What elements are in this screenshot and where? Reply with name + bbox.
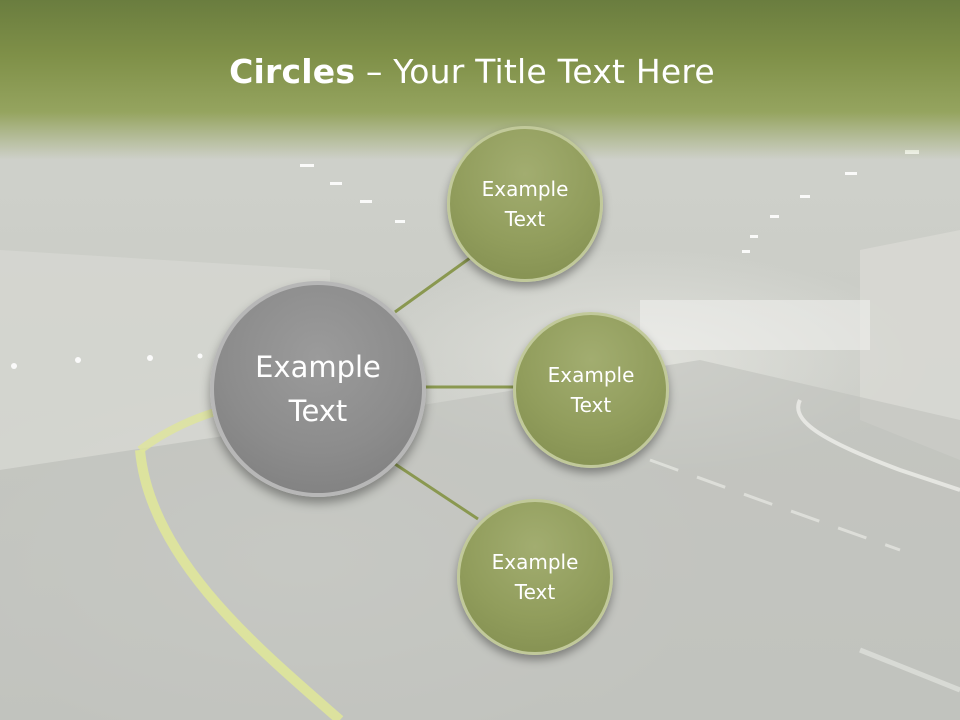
center-circle-label-line2: Text (288, 394, 348, 428)
node-circle-bottom: Example Text (457, 499, 613, 655)
connector-line-bottom (394, 462, 479, 521)
node-middle-label-line1: Example (547, 363, 635, 387)
title-bold-part: Circles (229, 52, 356, 91)
node-top-label-line2: Text (504, 207, 546, 231)
node-circle-middle: Example Text (513, 312, 669, 468)
node-bottom-label-line2: Text (514, 580, 556, 604)
header-band (0, 0, 960, 160)
node-top-label-line1: Example (481, 177, 569, 201)
title-rest-part: – Your Title Text Here (355, 52, 715, 91)
center-circle: Example Text (210, 281, 426, 497)
center-circle-label-line1: Example (255, 350, 381, 384)
node-bottom-label-line1: Example (491, 550, 579, 574)
connector-line-top (394, 256, 471, 314)
node-circle-top: Example Text (447, 126, 603, 282)
node-middle-label-line2: Text (570, 393, 612, 417)
slide-title: Circles – Your Title Text Here (0, 52, 944, 91)
